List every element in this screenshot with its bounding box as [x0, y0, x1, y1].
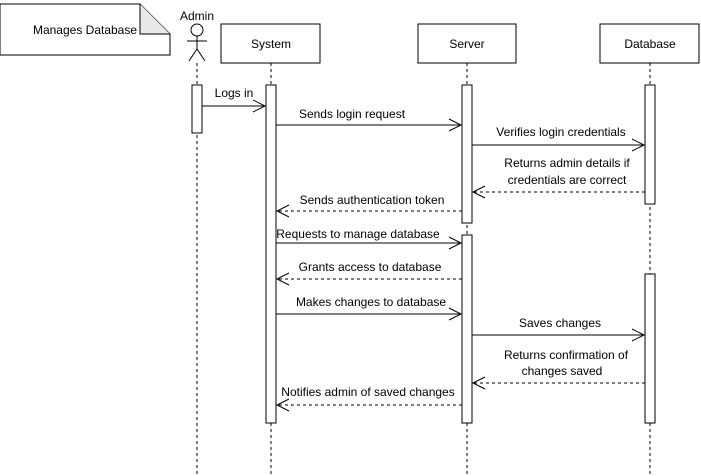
admin-actor: Admin	[180, 9, 214, 62]
participant-system-label: System	[251, 37, 291, 51]
msg-logs-in-label: Logs in	[215, 86, 254, 100]
msg-login-request-label: Sends login request	[299, 107, 406, 121]
activation-database-2	[644, 273, 656, 424]
msg-grant-access-label: Grants access to database	[299, 260, 442, 274]
activation-server-1	[461, 84, 473, 224]
msg-return-confirmation-label-2: changes saved	[522, 364, 603, 378]
activation-admin	[191, 84, 203, 134]
activation-database-1	[644, 84, 656, 205]
note: Manages Database	[0, 3, 171, 56]
msg-return-confirmation-label-1: Returns confirmation of	[504, 348, 629, 362]
participant-database-label: Database	[624, 37, 676, 51]
note-text: Manages Database	[33, 23, 137, 37]
activation-system	[265, 84, 277, 424]
msg-save-changes-label: Saves changes	[519, 316, 601, 330]
participant-database: Database	[599, 23, 700, 64]
actor-label: Admin	[180, 9, 214, 23]
participant-system: System	[220, 23, 321, 64]
msg-request-manage-label: Requests to manage database	[276, 227, 440, 241]
msg-notify-admin-label: Notifies admin of saved changes	[281, 385, 454, 399]
msg-return-admin-details-label-1: Returns admin details if	[504, 156, 630, 170]
participant-server-label: Server	[449, 37, 484, 51]
msg-make-changes-label: Makes changes to database	[296, 295, 446, 309]
msg-return-admin-details-label-2: credentials are correct	[508, 173, 627, 187]
activation-server-2	[461, 234, 473, 424]
msg-auth-token-label: Sends authentication token	[300, 193, 445, 207]
msg-verify-label: Verifies login credentials	[496, 125, 625, 139]
participant-server: Server	[417, 23, 517, 64]
